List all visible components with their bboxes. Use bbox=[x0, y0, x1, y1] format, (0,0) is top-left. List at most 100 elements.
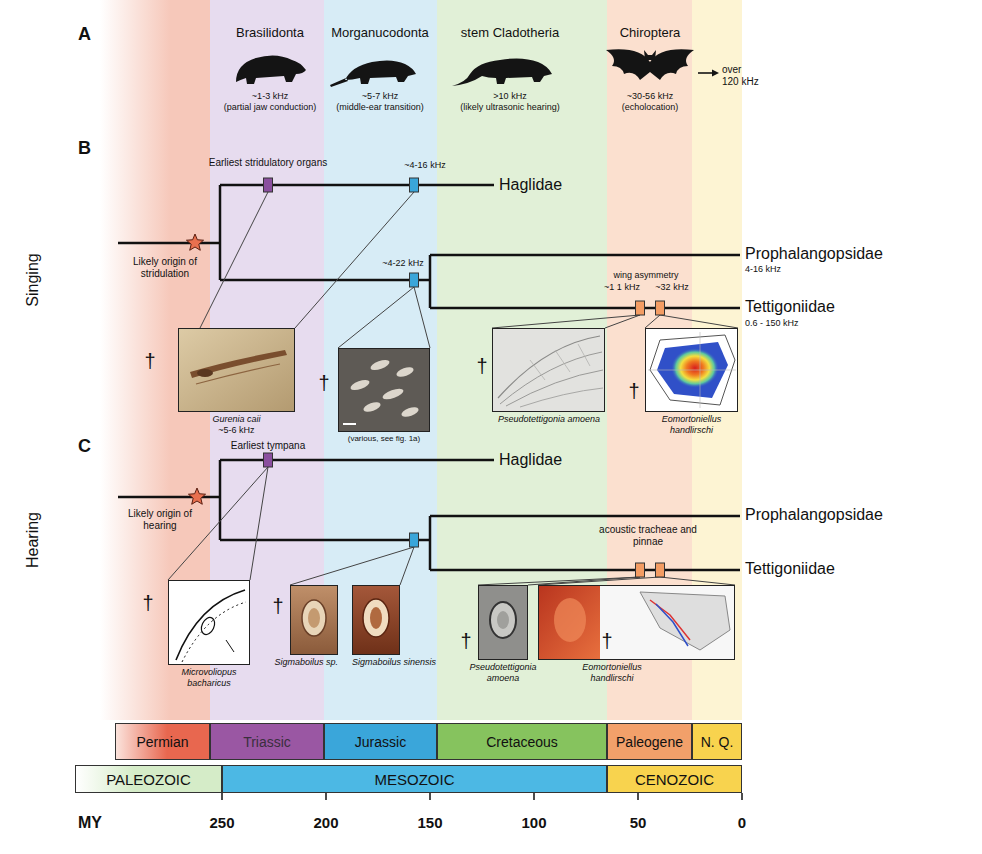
caption-block: Eomortoniellus handlirschi bbox=[644, 414, 739, 436]
frequency-note: over 120 kHz bbox=[722, 64, 760, 87]
figure-frame bbox=[352, 585, 400, 655]
fossil-pseudotettigonia-tympanum bbox=[478, 585, 528, 660]
figure-frame bbox=[538, 585, 735, 660]
taxon-name: Prophalangopsidae bbox=[745, 506, 883, 524]
extinct-dagger: † bbox=[318, 372, 329, 395]
axis-tick-label: 250 bbox=[209, 814, 234, 831]
caption-block: Sigmaboilus sp. bbox=[258, 657, 338, 668]
time-scale-box: Paleogene bbox=[607, 723, 692, 760]
fossil-figure: Eomortoniellus handlirschi bbox=[538, 585, 735, 660]
event-label: wing asymmetry bbox=[613, 270, 678, 280]
frequency-note: ~1 1 kHz bbox=[604, 282, 640, 292]
species-name: Microvoliopus bacharicus bbox=[164, 667, 254, 689]
taxon-name: Tettigoniidae bbox=[745, 560, 835, 578]
period-name: Cretaceous bbox=[486, 734, 558, 750]
time-scale-box: Triassic bbox=[210, 723, 324, 760]
fossil-wings bbox=[338, 348, 430, 432]
extinct-dagger: † bbox=[144, 350, 155, 373]
axis-tick-label: 150 bbox=[417, 814, 442, 831]
axis-tick-label: 100 bbox=[521, 814, 546, 831]
fossil-sigmaboilus-sinensis bbox=[352, 585, 400, 655]
species-name: Sigmaboilus sinensis bbox=[352, 657, 447, 668]
taxon-name: Haglidae bbox=[499, 176, 562, 194]
period-name: Jurassic bbox=[355, 734, 406, 750]
time-scale-box: CENOZOIC bbox=[607, 765, 742, 793]
figure-frame bbox=[338, 348, 430, 432]
heatmap-reconstruction bbox=[645, 328, 738, 412]
panel-letter: C bbox=[78, 436, 91, 457]
figure-frame bbox=[178, 328, 295, 412]
fossil-figure: Eomortoniellus handlirschi bbox=[645, 328, 738, 412]
period-name: MESOZOIC bbox=[374, 771, 454, 788]
period-name: PALEOZOIC bbox=[106, 771, 191, 788]
species-name: Gurenia caii bbox=[178, 414, 295, 425]
frequency-note: >10 kHz bbox=[493, 91, 526, 101]
time-scale-box: N. Q. bbox=[692, 723, 742, 760]
fossil-figure: (various, see fig. 1a) bbox=[338, 348, 430, 432]
panel-letter: B bbox=[78, 138, 91, 159]
fossil-gurenia bbox=[178, 328, 295, 412]
species-name: Sigmaboilus sp. bbox=[258, 657, 338, 668]
caption-block: Eomortoniellus handlirschi bbox=[562, 662, 662, 684]
fossil-figure: Sigmaboilus sinensis bbox=[352, 585, 400, 655]
hearing-note: (likely ultrasonic hearing) bbox=[460, 102, 560, 112]
caption-block: Microvoliopus bacharicus bbox=[164, 667, 254, 689]
fossil-figure: Sigmaboilus sp. bbox=[290, 585, 338, 655]
leader-lines bbox=[168, 192, 738, 585]
frequency-note: ~4-16 kHz bbox=[404, 160, 445, 170]
taxon-name: Tettigoniidae bbox=[745, 298, 835, 316]
fossil-figure: Pseudotettigonia amoena bbox=[478, 585, 528, 660]
time-scale-box: PALEOZOIC bbox=[75, 765, 222, 793]
species-name: Eomortoniellus handlirschi bbox=[562, 662, 662, 684]
species-name: Pseudotettigonia amoena bbox=[463, 662, 543, 684]
period-name: Paleogene bbox=[616, 734, 683, 750]
time-scale-box: Jurassic bbox=[324, 723, 437, 760]
frequency-note: ~4-22 kHz bbox=[382, 258, 423, 268]
extinct-dagger: † bbox=[476, 355, 487, 378]
clade-name: Brasilidonta bbox=[236, 26, 304, 41]
figure-frame bbox=[645, 328, 738, 412]
clade-name: Chiroptera bbox=[620, 26, 681, 41]
extinct-dagger: † bbox=[601, 630, 612, 653]
axis-tick-label: 0 bbox=[738, 814, 746, 831]
panel-letter: A bbox=[78, 24, 91, 45]
caption-block: Pseudotettigonia amoena bbox=[484, 414, 614, 425]
period-name: N. Q. bbox=[701, 734, 734, 750]
extinct-dagger: † bbox=[272, 595, 283, 618]
phylogeny-lines bbox=[118, 185, 740, 570]
event-label: Earliest tympana bbox=[231, 440, 305, 452]
axis-tick-label: 200 bbox=[313, 814, 338, 831]
event-label: Likely origin of stridulation bbox=[125, 256, 205, 279]
figure-frame bbox=[290, 585, 338, 655]
mammal-silhouettes bbox=[236, 49, 719, 87]
fossil-sigmaboilus-sp bbox=[290, 585, 338, 655]
figure-note: ~5-6 kHz bbox=[178, 425, 295, 436]
figure-frame bbox=[168, 580, 250, 665]
axis-title: Singing bbox=[24, 253, 42, 306]
caption-block: (various, see fig. 1a) bbox=[324, 434, 444, 444]
frequency-note: 0.6 - 150 kHz bbox=[745, 318, 799, 328]
taxon-name: Haglidae bbox=[499, 451, 562, 469]
frequency-note: 4-16 kHz bbox=[745, 264, 781, 274]
period-name: Triassic bbox=[243, 734, 291, 750]
caption-block: Pseudotettigonia amoena bbox=[463, 662, 543, 684]
period-name: Permian bbox=[136, 734, 188, 750]
fossil-eomortoniellus-scan bbox=[538, 585, 735, 660]
fossil-pseudotettigonia-wing bbox=[492, 328, 605, 412]
hearing-note: (middle-ear transition) bbox=[336, 102, 424, 112]
frequency-note: ~30-56 kHz bbox=[627, 91, 673, 101]
figure-note: (various, see fig. 1a) bbox=[324, 434, 444, 444]
extinct-dagger: † bbox=[628, 380, 639, 403]
time-scale-box: Permian bbox=[115, 723, 210, 760]
event-label: Likely origin of hearing bbox=[120, 508, 200, 531]
fossil-figure: Microvoliopus bacharicus bbox=[168, 580, 250, 665]
period-name: CENOZOIC bbox=[635, 771, 714, 788]
hearing-note: (partial jaw conduction) bbox=[224, 102, 317, 112]
fossil-microvoliopus-drawing bbox=[168, 580, 250, 665]
axis-title: Hearing bbox=[24, 512, 42, 568]
figure-frame bbox=[492, 328, 605, 412]
axis-unit: MY bbox=[78, 814, 102, 832]
axis-tick-label: 50 bbox=[630, 814, 647, 831]
species-name: Pseudotettigonia amoena bbox=[484, 414, 614, 425]
taxon-name: Prophalangopsidae bbox=[745, 245, 883, 263]
